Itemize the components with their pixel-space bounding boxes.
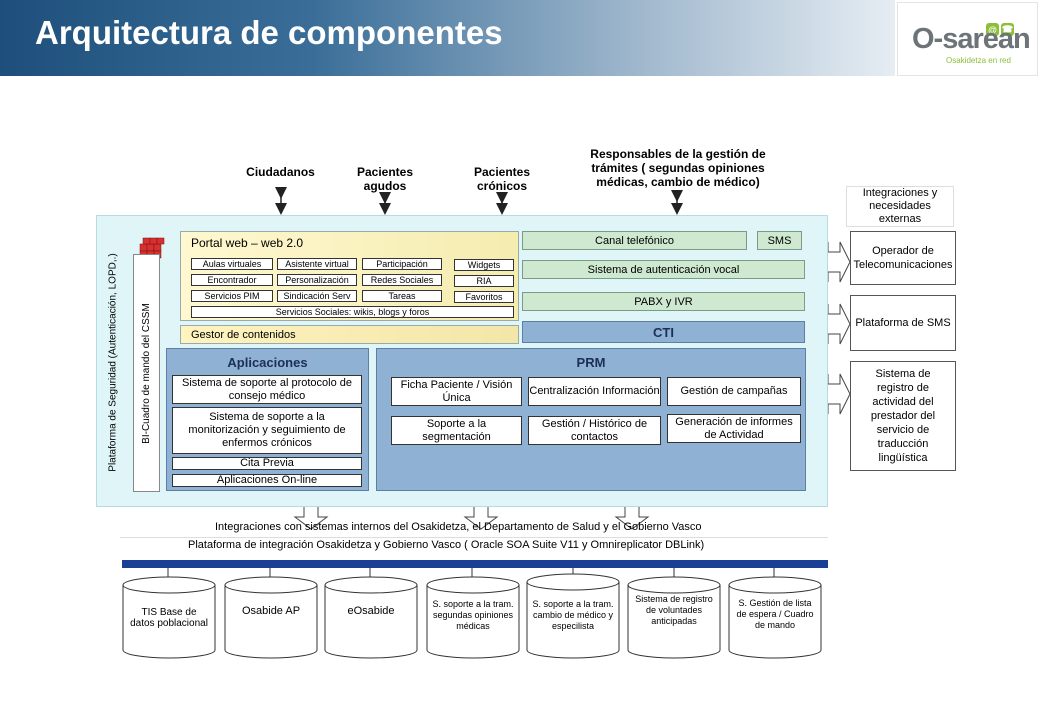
integration-bus xyxy=(122,560,828,568)
portal-item: Widgets xyxy=(454,259,514,271)
db-cyl xyxy=(728,568,822,659)
prm-item: Ficha Paciente / Visión Única xyxy=(391,377,522,406)
prm-panel: PRM Ficha Paciente / Visión Única Centra… xyxy=(376,348,806,491)
logo: @ ☎ O-sarean Osakidetza en red xyxy=(897,2,1038,76)
autenticacion-vocal: Sistema de autenticación vocal xyxy=(522,260,805,279)
pabx-ivr: PABX y IVR xyxy=(522,292,805,311)
cti-box: CTI xyxy=(522,321,805,343)
logo-phone-icon: ☎ xyxy=(1001,23,1014,36)
platform-line: Plataforma de integración Osakidetza y G… xyxy=(188,539,705,551)
db-cyl xyxy=(324,568,418,659)
portal-item: RIA xyxy=(454,275,514,287)
actor-pacientes-cronicos: Pacientes crónicos xyxy=(473,165,531,193)
prm-item: Soporte a la segmentación xyxy=(391,416,522,445)
actor-pacientes-agudos: Pacientes agudos xyxy=(356,165,414,193)
integrations-line: Integraciones con sistemas internos del … xyxy=(215,521,702,533)
portal-item: Favoritos xyxy=(454,291,514,303)
portal-item: Tareas xyxy=(362,290,442,302)
external-traduccion: Sistema de registro de actividad del pre… xyxy=(850,361,956,471)
page-title: Arquitectura de componentes xyxy=(35,14,503,51)
portal-item: Servicios PIM xyxy=(191,290,273,302)
portal-item: Participación xyxy=(362,258,442,270)
header-bar xyxy=(0,0,895,76)
platform-divider xyxy=(120,537,828,555)
logo-text: O-sarean xyxy=(912,23,1031,55)
sms-box: SMS xyxy=(757,231,802,250)
db-cyl xyxy=(627,568,721,659)
portal-web: Portal web – web 2.0 Aulas virtuales Asi… xyxy=(180,231,519,321)
app-item: Sistema de soporte al protocolo de conse… xyxy=(172,375,362,404)
db-cyl xyxy=(122,568,216,659)
portal-item: Redes Sociales xyxy=(362,274,442,286)
db-label: S. soporte a la tram. segundas opiniones… xyxy=(432,598,514,631)
portal-item: Sindicación Serv xyxy=(277,290,357,302)
prm-item: Gestión / Histórico de contactos xyxy=(528,416,661,445)
db-label: Osabide AP xyxy=(241,604,301,617)
logo-at-icon: @ xyxy=(986,23,999,36)
app-item: Cita Previa xyxy=(172,457,362,470)
prm-item: Gestión de campañas xyxy=(667,377,801,406)
db-label: eOsabide xyxy=(347,604,395,617)
db-cyl xyxy=(526,568,620,659)
integrations-header: Integraciones y necesidades externas xyxy=(846,186,954,227)
external-sms: Plataforma de SMS xyxy=(850,295,956,351)
portal-title: Portal web – web 2.0 xyxy=(191,236,304,250)
portal-item: Aulas virtuales xyxy=(191,258,273,270)
app-item: Sistema de soporte a la monitorización y… xyxy=(172,407,362,454)
actor-ciudadanos: Ciudadanos xyxy=(246,165,315,179)
actor-responsables: Responsables de la gestión de trámites (… xyxy=(590,147,766,189)
prm-title: PRM xyxy=(576,355,606,370)
portal-item: Servicios Sociales: wikis, blogs y foros xyxy=(191,306,514,318)
portal-item: Asistente virtual xyxy=(277,258,357,270)
external-operador: Operador de Telecomunicaciones xyxy=(850,231,956,285)
db-label: S. soporte a la tram. cambio de médico y… xyxy=(532,598,614,631)
prm-item: Generación de informes de Actividad xyxy=(667,414,801,443)
db-cyl xyxy=(426,568,520,659)
aplicaciones-title: Aplicaciones xyxy=(227,355,308,370)
db-cyl xyxy=(224,568,318,659)
portal-item: Encontrador xyxy=(191,274,273,286)
portal-item: Personalización xyxy=(277,274,357,286)
db-label: TIS Base de datos poblacional xyxy=(130,607,208,629)
app-item: Aplicaciones On-line xyxy=(172,474,362,487)
bi-box: BI-Cuadro de mando del CSSM xyxy=(133,254,160,492)
canal-telefonico: Canal telefónico xyxy=(522,231,747,250)
db-label: Sistema de registro de voluntades antici… xyxy=(635,593,713,626)
aplicaciones-panel: Aplicaciones Sistema de soporte al proto… xyxy=(166,348,369,491)
logo-subtitle: Osakidetza en red xyxy=(946,56,1011,65)
gestor-contenidos: Gestor de contenidos xyxy=(180,325,519,344)
db-label: S. Gestión de lista de espera / Cuadro d… xyxy=(736,597,814,630)
prm-item: Centralización Información xyxy=(528,377,661,406)
